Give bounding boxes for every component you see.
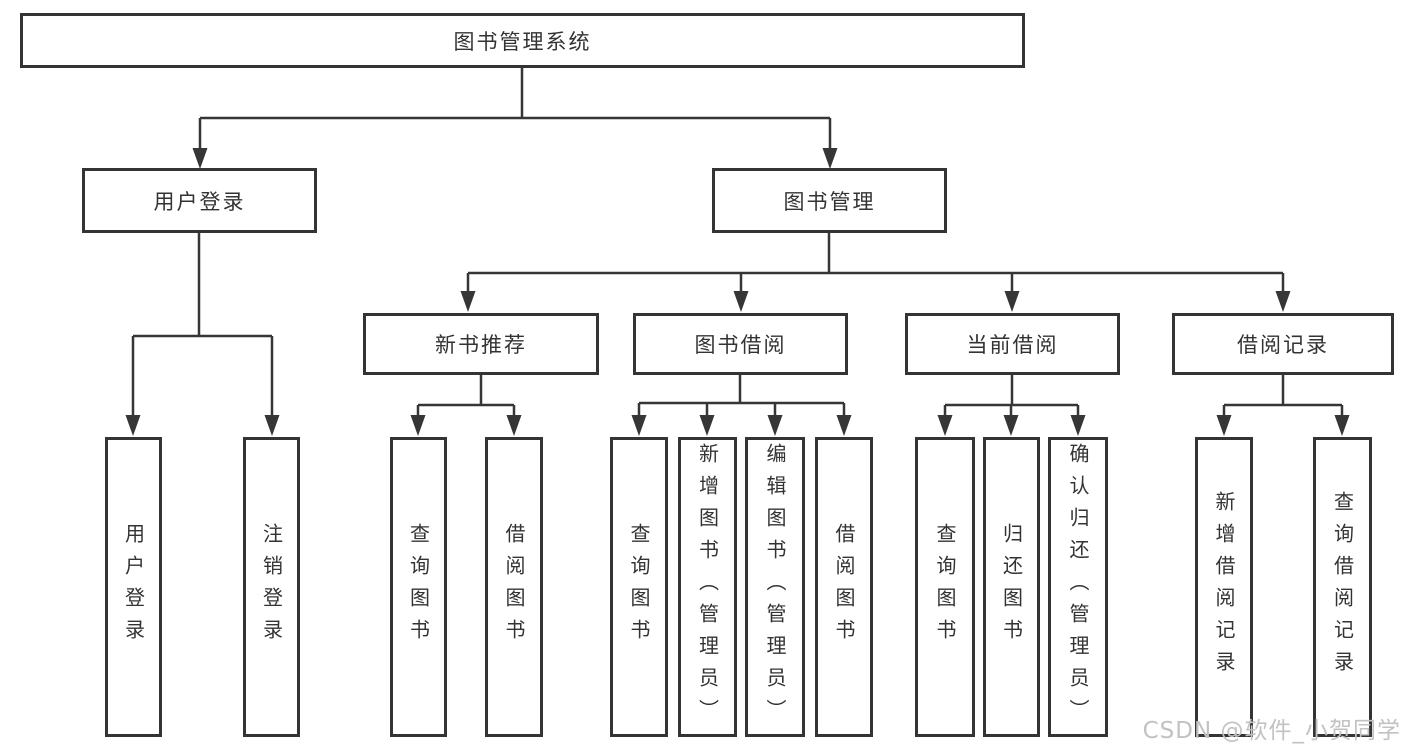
arrowheads (125, 148, 1350, 436)
node-box-user-login: 用户登录 (82, 168, 317, 233)
node-label-current-borrow: 当前借阅 (966, 333, 1059, 357)
leaf-label-newbooks-query: 查询图书 (406, 523, 431, 651)
leaf-box-borrow-query: 查询图书 (610, 437, 668, 737)
leaf-box-newbooks-borrow: 借阅图书 (485, 437, 543, 737)
connector-stems (131, 68, 1344, 416)
leaf-label-borrow-edit-admin: 编辑图书（管理员） (763, 443, 787, 731)
leaf-box-current-confirm-admin: 确认归还（管理员） (1048, 437, 1108, 737)
leaf-box-current-query: 查询图书 (915, 437, 975, 737)
leaf-label-user-login: 用户登录 (121, 523, 146, 651)
leaf-label-record-add: 新增借阅记录 (1212, 491, 1236, 683)
leaf-box-newbooks-query: 查询图书 (390, 437, 447, 737)
leaf-label-borrow-add-admin: 新增图书（管理员） (695, 443, 720, 731)
leaf-box-borrow-add-admin: 新增图书（管理员） (678, 437, 737, 737)
leaf-box-logout: 注销登录 (243, 437, 300, 737)
leaf-box-user-login: 用户登录 (105, 437, 162, 737)
node-box-borrow-records: 借阅记录 (1172, 313, 1394, 375)
leaf-box-record-add: 新增借阅记录 (1195, 437, 1253, 737)
leaf-label-current-confirm-admin: 确认归还（管理员） (1066, 443, 1090, 731)
node-label-new-books: 新书推荐 (435, 333, 527, 357)
node-label-book-management: 图书管理 (783, 189, 876, 214)
leaf-label-current-return: 归还图书 (999, 523, 1024, 651)
leaf-label-record-query: 查询借阅记录 (1330, 491, 1355, 683)
node-label-borrow-records: 借阅记录 (1237, 333, 1329, 357)
node-label-user-login: 用户登录 (153, 189, 246, 214)
node-box-current-borrow: 当前借阅 (905, 313, 1120, 375)
leaf-box-current-return: 归还图书 (983, 437, 1040, 737)
leaf-box-borrow-borrow: 借阅图书 (815, 437, 873, 737)
leaf-box-record-query: 查询借阅记录 (1313, 437, 1372, 737)
leaf-label-logout: 注销登录 (259, 523, 284, 651)
root-box-system: 图书管理系统 (20, 13, 1025, 68)
leaf-label-borrow-borrow: 借阅图书 (832, 523, 856, 651)
node-box-new-books: 新书推荐 (363, 313, 599, 375)
leaf-label-borrow-query: 查询图书 (627, 523, 651, 651)
node-box-book-borrow: 图书借阅 (633, 313, 848, 375)
leaf-box-borrow-edit-admin: 编辑图书（管理员） (745, 437, 805, 737)
node-box-book-management: 图书管理 (712, 168, 947, 233)
watermark: CSDN @软件_小贺同学 (1142, 718, 1401, 744)
root-label: 图书管理系统 (453, 29, 592, 54)
node-label-book-borrow: 图书借阅 (694, 333, 787, 357)
leaf-label-current-query: 查询图书 (933, 523, 957, 651)
leaf-label-newbooks-borrow: 借阅图书 (502, 523, 526, 651)
